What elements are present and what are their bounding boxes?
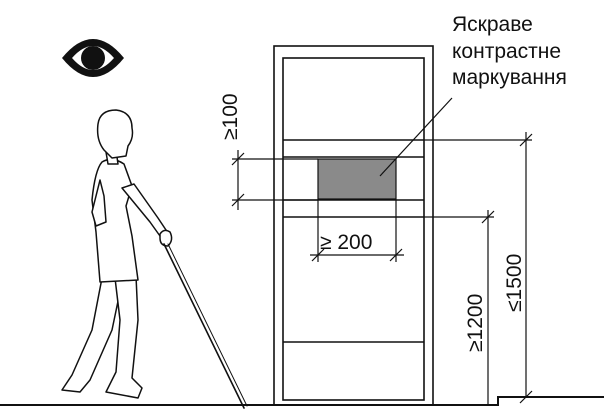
callout-line-1: Яскраве — [452, 13, 533, 36]
person-with-white-cane-icon — [61, 109, 248, 409]
dimension-marking-width-label: ≥ 200 — [320, 231, 372, 254]
dimension-marking-height — [231, 150, 318, 210]
dimension-top-height — [424, 132, 533, 404]
callout-line-3: маркування — [452, 66, 567, 89]
dimension-bottom-height — [424, 210, 495, 405]
ground-line — [0, 396, 604, 406]
dimension-top-height-label: ≤1500 — [503, 254, 526, 312]
dimension-marking-width — [310, 200, 404, 262]
dimension-marking-height-label: ≥100 — [219, 93, 242, 140]
callout-line-2: контрастне — [452, 40, 561, 63]
eye-icon — [62, 39, 124, 77]
callout-leader — [379, 97, 453, 177]
door-frame — [273, 45, 434, 406]
dimension-bottom-height-label: ≥1200 — [464, 294, 487, 352]
contrast-marking — [317, 158, 397, 200]
